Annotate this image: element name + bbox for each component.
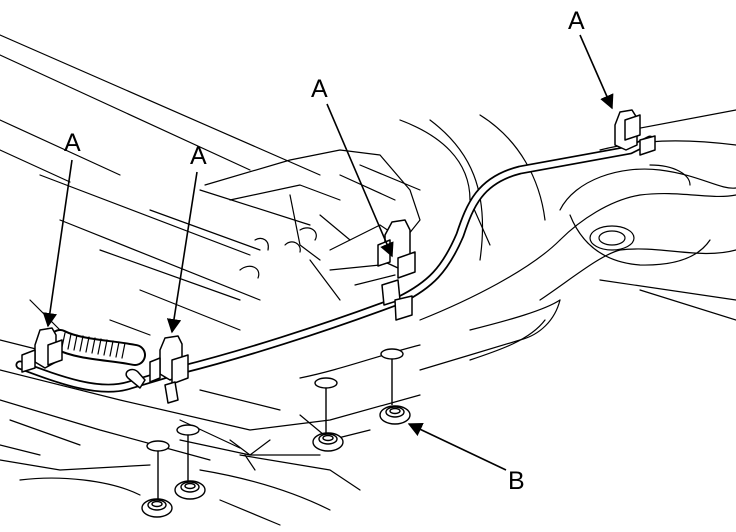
- arrow-a4: [579, 34, 614, 110]
- callout-a1: A: [64, 129, 81, 157]
- clip-2: [125, 335, 189, 404]
- arrow-a2: [166, 171, 198, 334]
- pipe-line: [15, 135, 655, 393]
- arrow-a3: [326, 103, 394, 258]
- callout-a2: A: [190, 142, 207, 170]
- clip-1: [21, 327, 63, 373]
- arrow-b: [407, 423, 507, 471]
- callout-arrows: [42, 34, 614, 471]
- nut-4: [141, 498, 173, 518]
- nut-2: [312, 432, 344, 452]
- grommets: [141, 348, 411, 518]
- callout-b: B: [508, 467, 525, 495]
- nut-3: [174, 480, 206, 500]
- callout-a4: A: [568, 7, 585, 35]
- nut-b: [379, 405, 411, 425]
- clip-4: [614, 109, 656, 156]
- chassis-background: [0, 34, 736, 526]
- callout-a3: A: [311, 75, 328, 103]
- arrow-a1: [42, 159, 73, 328]
